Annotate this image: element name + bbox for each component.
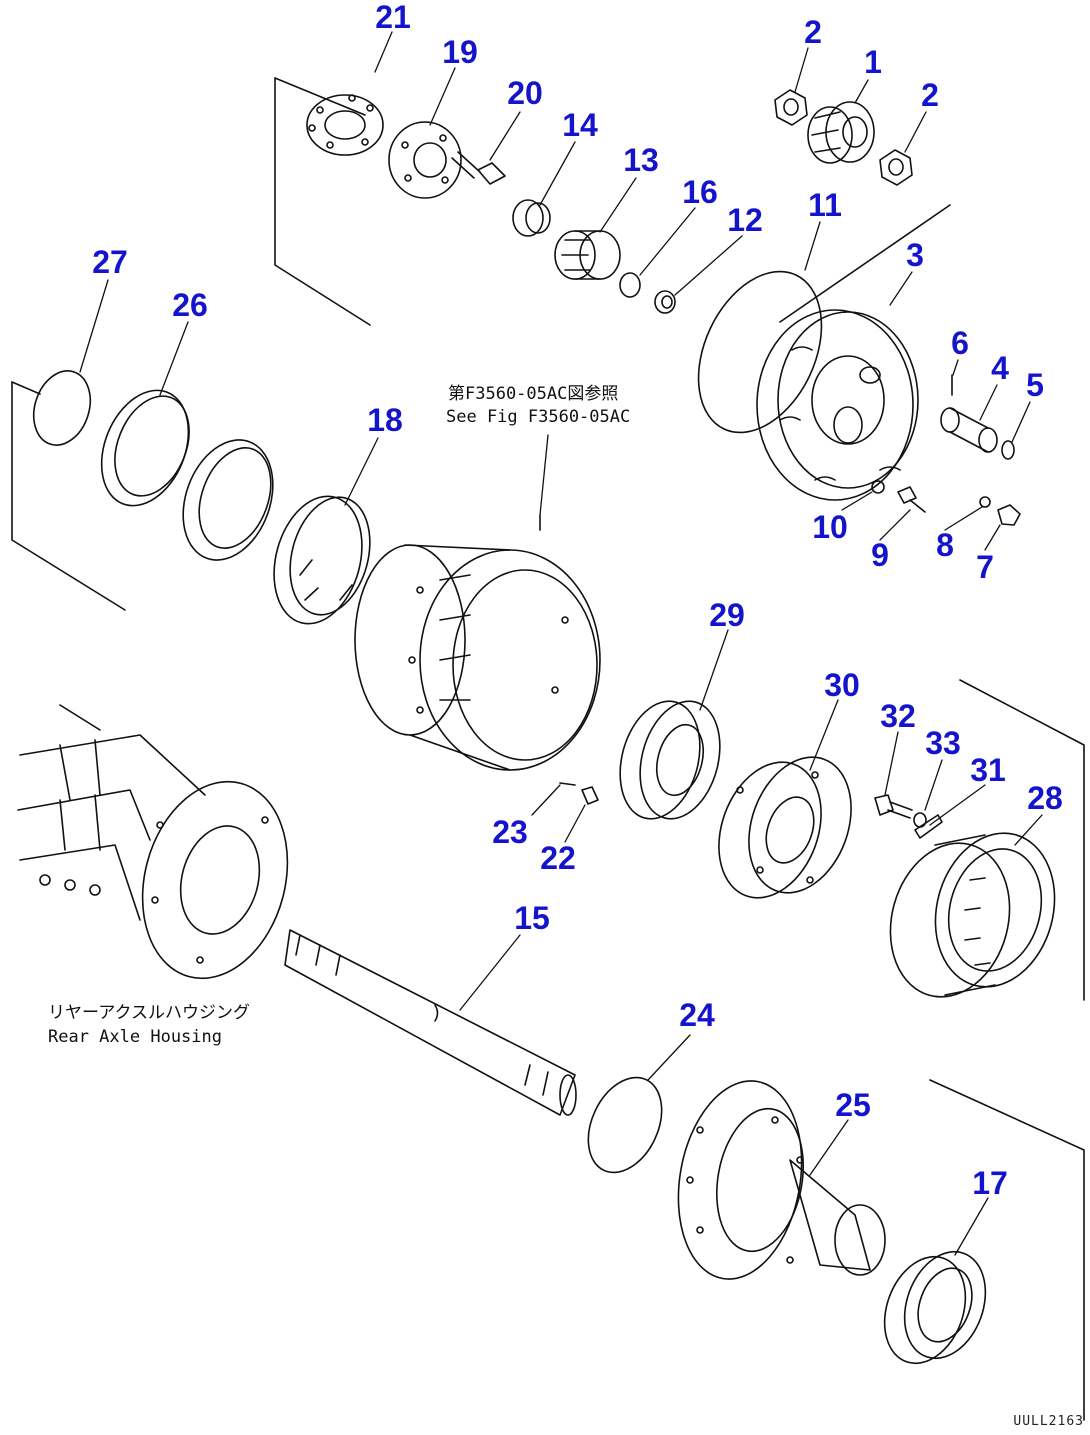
- callout-18: 18: [367, 402, 403, 438]
- part-17-drawing: [883, 1250, 987, 1365]
- part-10-drawing: [871, 480, 885, 494]
- part-2-drawing-b: [879, 149, 913, 186]
- callout-14: 14: [562, 107, 598, 143]
- part-2-drawing-a: [774, 89, 808, 126]
- callout-8: 8: [936, 527, 954, 563]
- part-9-drawing: [897, 486, 926, 513]
- callout-15: 15: [514, 900, 550, 936]
- callout-21: 21: [375, 0, 411, 35]
- rear-axle-housing-drawing: [17, 704, 289, 980]
- part-4-drawing: [940, 407, 998, 453]
- callout-17: 17: [972, 1165, 1008, 1201]
- part-26-drawing: [100, 389, 190, 507]
- part-16-drawing: [619, 272, 641, 298]
- part-7-drawing: [997, 504, 1021, 526]
- see-figure-note-en: See Fig F3560-05AC: [446, 407, 631, 427]
- callout-32: 32: [880, 698, 916, 734]
- sprocket-hub-drawing: [354, 514, 601, 771]
- callout-22: 22: [540, 840, 576, 876]
- callout-11: 11: [808, 187, 842, 223]
- group-bracket-lines: [11, 77, 1085, 1421]
- rear-axle-housing-label-en: Rear Axle Housing: [48, 1027, 222, 1047]
- part-25-drawing: [677, 1080, 886, 1280]
- callout-16: 16: [682, 174, 718, 210]
- part-5-drawing: [1001, 440, 1015, 460]
- part-30-drawing: [718, 756, 852, 899]
- callout-13: 13: [623, 142, 659, 178]
- part-11-drawing: [697, 270, 823, 434]
- callout-3: 3: [906, 237, 924, 273]
- callout-5: 5: [1026, 367, 1044, 403]
- callout-23: 23: [492, 814, 528, 850]
- part-15-drawing: [284, 929, 577, 1116]
- part-13-drawing: [554, 230, 621, 280]
- part-1-drawing: [807, 101, 875, 164]
- callout-4: 4: [991, 350, 1009, 386]
- part-32-drawing: [874, 794, 913, 819]
- part-27-drawing: [32, 370, 92, 446]
- part-21-drawing: [306, 94, 384, 156]
- part-14-drawing: [512, 199, 551, 237]
- part-31-drawing: [914, 814, 943, 839]
- callout-26: 26: [172, 287, 208, 323]
- callout-24: 24: [679, 997, 715, 1033]
- part-18-drawing: [273, 495, 371, 625]
- callout-10: 10: [812, 509, 848, 545]
- callout-30: 30: [824, 667, 860, 703]
- bearing-race-drawing: [182, 439, 274, 561]
- leader-lines: [79, 31, 1043, 1256]
- callout-2a: 2: [804, 14, 822, 50]
- callout-9: 9: [871, 537, 889, 573]
- callout-27: 27: [92, 244, 128, 280]
- callout-33: 33: [925, 725, 961, 761]
- part-20-drawing: [451, 151, 506, 185]
- part-23-drawing: [559, 782, 576, 786]
- callout-19: 19: [442, 34, 478, 70]
- part-24-drawing: [587, 1076, 663, 1174]
- callout-2b: 2: [921, 77, 939, 113]
- part-3-drawing: [756, 309, 919, 501]
- part-22-drawing: [581, 786, 599, 805]
- callout-1: 1: [864, 44, 882, 80]
- part-12-drawing: [654, 290, 676, 314]
- rear-axle-housing-label-jp: リヤーアクスルハウジング: [48, 1003, 250, 1023]
- callout-12: 12: [727, 202, 763, 238]
- part-8-drawing: [979, 496, 991, 508]
- part-28-drawing: [889, 832, 1056, 998]
- callout-28: 28: [1027, 780, 1063, 816]
- part-19-drawing: [388, 121, 462, 199]
- callout-20: 20: [507, 75, 543, 111]
- see-figure-note-jp: 第F3560-05AC図参照: [448, 384, 619, 404]
- callout-7: 7: [976, 549, 994, 585]
- callout-25: 25: [835, 1087, 871, 1123]
- callout-29: 29: [709, 597, 745, 633]
- callout-31: 31: [970, 752, 1006, 788]
- drawing-code: UULL2163: [1013, 1414, 1084, 1429]
- callout-6: 6: [951, 325, 969, 361]
- part-29-drawing: [619, 700, 721, 820]
